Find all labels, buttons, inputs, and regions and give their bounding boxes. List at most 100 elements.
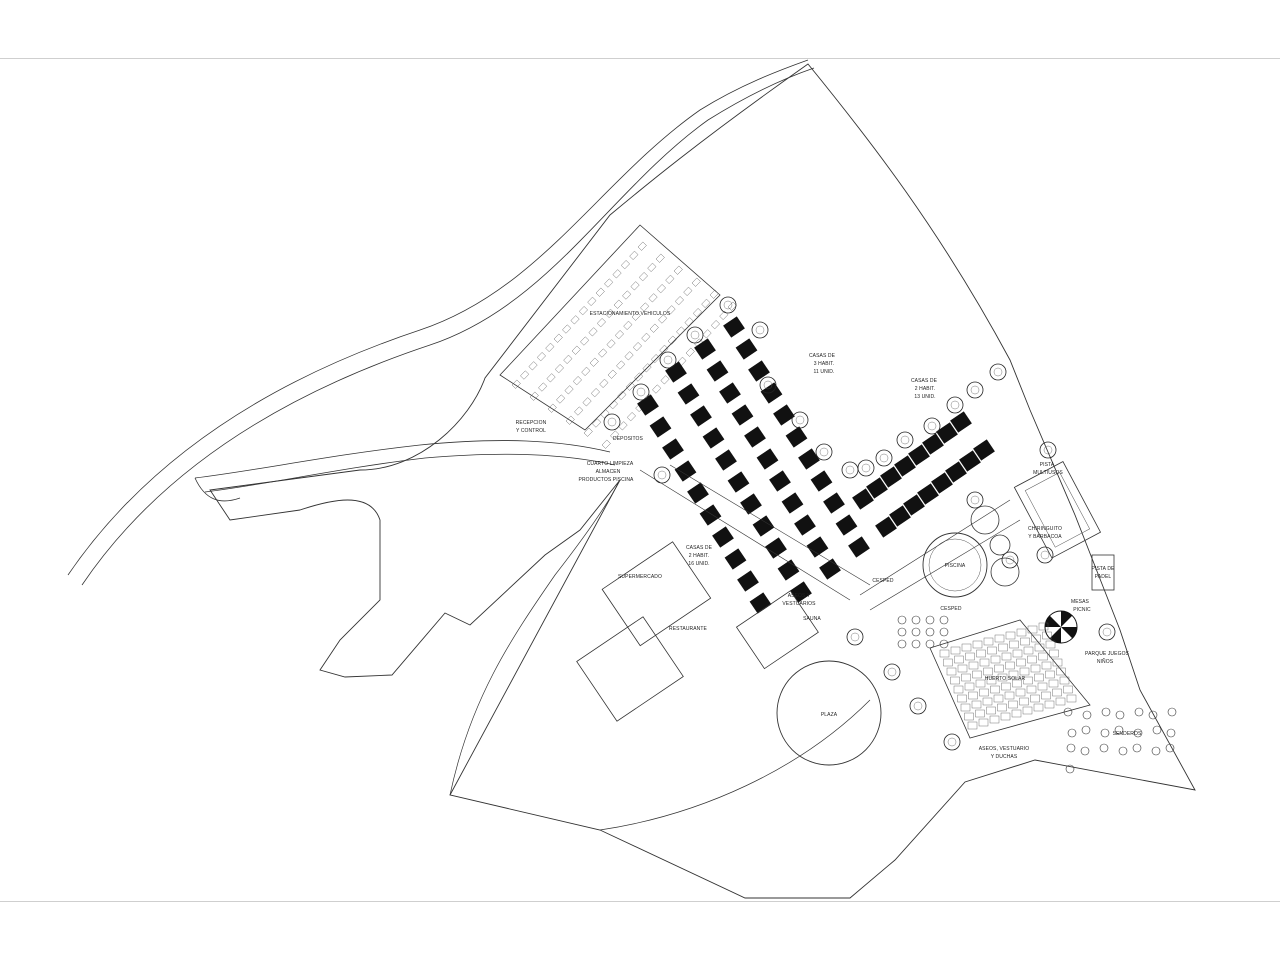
solar-panel — [965, 652, 975, 661]
label-padel-1: PISTA DE — [1092, 566, 1116, 572]
solar-panel — [972, 640, 983, 649]
tree-core — [657, 470, 667, 480]
solar-panel — [1041, 691, 1051, 700]
solar-panel — [975, 679, 986, 688]
parking-space — [649, 323, 659, 333]
lower-curve — [599, 699, 871, 831]
solar-panel — [989, 715, 1000, 724]
pool-kids-1 — [970, 505, 1000, 535]
house — [950, 411, 972, 433]
parking-space — [640, 302, 650, 312]
house — [894, 455, 916, 477]
house — [690, 405, 712, 427]
tree-core — [663, 355, 673, 365]
solar-panel — [1066, 694, 1077, 703]
house — [677, 383, 700, 405]
small-tree — [1133, 728, 1143, 738]
house — [880, 466, 902, 488]
parking-space — [710, 320, 720, 330]
solar-panel — [957, 694, 967, 703]
parking-space — [641, 332, 651, 342]
label-casas3-3: 11 UNID. — [814, 369, 835, 375]
parking-space — [634, 372, 644, 382]
tree — [791, 411, 809, 429]
parking-space — [692, 308, 702, 318]
label-casas2a-3: 13 UNID. — [914, 394, 935, 400]
solar-panel — [950, 676, 960, 685]
label-aseos-1: ASEOS Y — [788, 593, 811, 599]
umbrella-segment — [1061, 611, 1073, 627]
label-pista-1: PISTA — [1040, 462, 1055, 468]
solar-panel — [1041, 661, 1052, 670]
solar-panel — [943, 658, 953, 667]
tree-core — [850, 632, 860, 642]
solar-panel — [975, 709, 985, 718]
solar-panel — [1008, 670, 1019, 679]
tree — [815, 443, 833, 461]
solar-panel — [1042, 631, 1052, 640]
tree — [1039, 441, 1057, 459]
solar-panel — [967, 721, 978, 730]
solar-panel — [1005, 631, 1016, 640]
small-tree — [1118, 746, 1128, 756]
plaza-circle — [776, 660, 882, 766]
label-parque-1: PARQUE JUEGOS — [1085, 651, 1130, 657]
house — [706, 360, 729, 382]
pool — [922, 532, 988, 598]
parking-space — [580, 336, 590, 346]
parking-space — [626, 412, 636, 422]
parking-space — [630, 281, 640, 291]
small-tree — [1148, 710, 1158, 720]
parking-space — [554, 364, 564, 374]
house — [665, 361, 687, 383]
parking-space — [622, 290, 632, 300]
solar-panel — [964, 682, 975, 691]
solar-panel — [1012, 649, 1023, 658]
tree — [943, 733, 961, 751]
label-supermercado: SUPERMERCADO — [618, 574, 662, 580]
label-casas2a-2: 2 HABIT. — [915, 386, 936, 392]
tree-core — [970, 385, 980, 395]
path-line-4 — [869, 519, 1021, 611]
solar-panel — [978, 718, 989, 727]
tree — [909, 697, 927, 715]
tree-core — [607, 417, 617, 427]
house — [973, 439, 995, 461]
parking-space — [556, 394, 566, 404]
multiuse-court-inner — [1024, 472, 1091, 548]
parking-space — [564, 385, 574, 395]
parking-space — [702, 329, 712, 339]
small-tree — [1114, 725, 1124, 735]
label-senderos: SENDEROS — [1113, 731, 1142, 737]
label-casas2b-3: 16 UNID. — [688, 561, 709, 567]
house — [806, 536, 829, 558]
solar-panel — [1004, 691, 1015, 700]
solar-panel — [953, 685, 964, 694]
house — [819, 558, 841, 580]
parking-area — [499, 224, 737, 449]
solar-panel — [950, 646, 961, 655]
house — [702, 427, 725, 449]
solar-panel — [1026, 685, 1037, 694]
house — [866, 477, 888, 499]
label-recepcion-1: RECEPCION — [516, 420, 547, 426]
label-pista-2: MULTIUSOS — [1033, 470, 1063, 476]
tree — [989, 363, 1007, 381]
solar-panel — [1005, 661, 1015, 670]
parking-outline — [499, 224, 721, 431]
tree-core — [755, 325, 765, 335]
parking-space — [659, 344, 669, 354]
label-cuarto-2: ALMACEN — [596, 469, 621, 475]
label-casas2a-1: CASAS DE — [911, 378, 938, 384]
solar-panel — [1001, 652, 1012, 661]
house — [649, 416, 672, 438]
table-cluster — [939, 639, 949, 649]
parking-space — [590, 388, 600, 398]
restaurant-building — [576, 616, 684, 722]
solar-panel — [960, 703, 971, 712]
house — [773, 404, 795, 426]
house — [699, 504, 722, 526]
tree-core — [723, 300, 733, 310]
umbrella-segment — [1045, 615, 1061, 627]
label-deposito: DEPOSITOS — [613, 436, 644, 442]
